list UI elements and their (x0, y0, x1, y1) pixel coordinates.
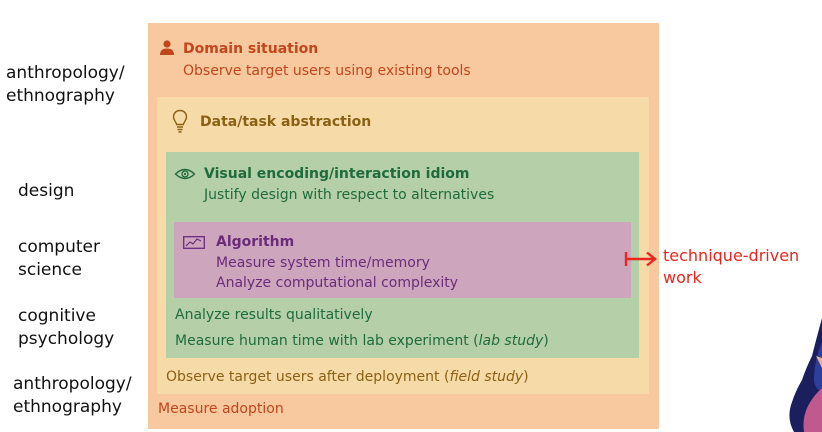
algorithm-title: Algorithm (216, 234, 295, 250)
abstraction-title: Data/task abstraction (200, 114, 372, 130)
abstraction-footer: Observe target users after deployment (f… (166, 369, 529, 385)
algorithm-box (174, 222, 631, 298)
domain-subtitle: Observe target users using existing tool… (183, 63, 471, 79)
side-label-design: design (18, 181, 75, 201)
arrow-icon (624, 251, 657, 267)
algorithm-line2: Analyze computational complexity (216, 275, 459, 291)
chart-icon (183, 236, 205, 249)
technique-driven-label: technique-driven work (663, 246, 800, 287)
side-label-cognitive-psychology: cognitive psychology (18, 306, 115, 349)
idiom-title: Visual encoding/interaction idiom (204, 166, 470, 182)
domain-footer: Measure adoption (158, 401, 284, 417)
presenter-photo (789, 318, 822, 432)
idiom-subtitle: Justify design with respect to alternati… (204, 187, 495, 203)
idiom-line2: Measure human time with lab experiment (… (175, 333, 549, 349)
person-icon (160, 40, 174, 55)
algorithm-line1: Measure system time/memory (216, 255, 430, 271)
lightbulb-icon (172, 109, 188, 133)
side-label-anthropology-bottom: anthropology/ ethnography (13, 374, 132, 417)
eye-icon (174, 168, 196, 180)
side-label-computer-science: computer science (18, 237, 100, 280)
side-label-anthropology-top: anthropology/ ethnography (6, 63, 125, 106)
domain-title: Domain situation (183, 41, 319, 57)
idiom-line1: Analyze results qualitatively (175, 307, 373, 323)
